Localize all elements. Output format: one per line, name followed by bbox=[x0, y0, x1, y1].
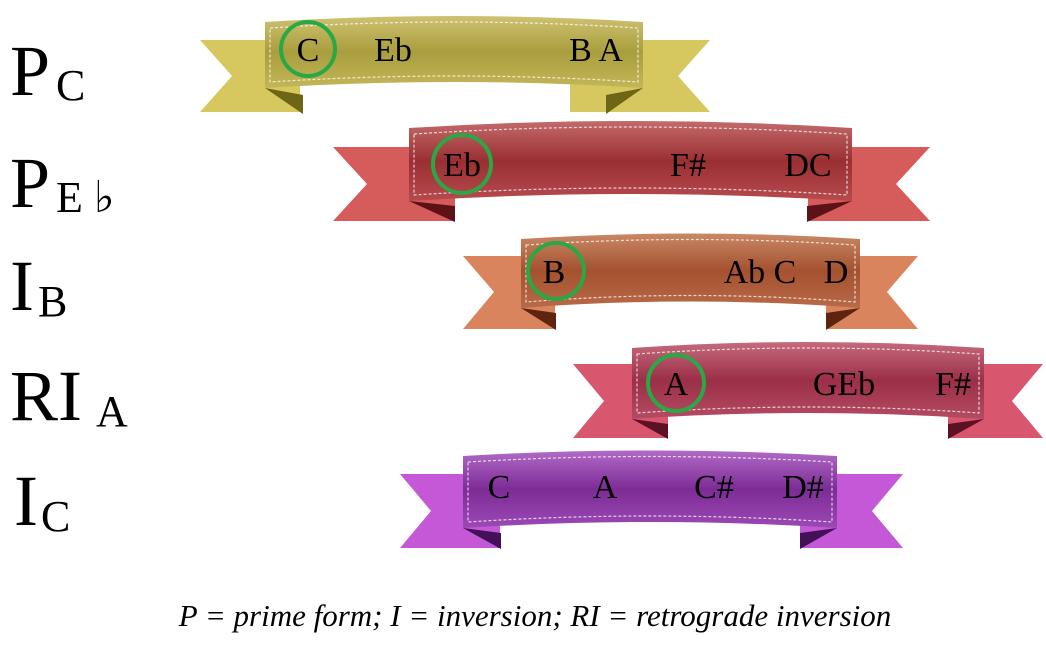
row-ri-a: RI A A GEb F# bbox=[10, 342, 1043, 439]
ribbon-fold-right bbox=[948, 419, 984, 439]
row-label-subscript: B bbox=[38, 277, 67, 326]
note-label: Eb bbox=[443, 147, 481, 184]
note-label: F# bbox=[670, 147, 706, 184]
ribbon-body bbox=[409, 121, 852, 201]
row-label-main: RI bbox=[10, 356, 82, 436]
row-i-b: I B B Ab C D bbox=[10, 233, 918, 330]
note-label: B A bbox=[569, 32, 623, 69]
ribbon-stitch bbox=[525, 238, 856, 303]
legend-caption: P = prime form; I = inversion; RI = retr… bbox=[178, 598, 892, 633]
note-label: Ab C bbox=[724, 254, 797, 291]
ribbon-body bbox=[463, 450, 837, 528]
row-p-c: P C C Eb B A bbox=[10, 16, 710, 114]
row-label-main: I bbox=[14, 461, 38, 541]
row-label-subscript: C bbox=[41, 492, 70, 541]
ribbon-fold-right bbox=[807, 201, 852, 222]
note-label: B bbox=[543, 254, 566, 291]
ribbon-body bbox=[521, 233, 860, 308]
highlight-circle bbox=[646, 353, 706, 413]
ribbon-body bbox=[632, 342, 984, 419]
ribbon-fold-right bbox=[800, 528, 837, 549]
highlight-circle bbox=[431, 133, 493, 195]
ribbon-body bbox=[265, 16, 643, 88]
row-label-subscript: C bbox=[56, 61, 85, 110]
ribbon-banner bbox=[333, 121, 930, 222]
ribbon-fold-left bbox=[463, 528, 501, 549]
highlight-circle bbox=[279, 20, 337, 78]
ribbon-fold-left bbox=[409, 201, 455, 222]
row-label-main: I bbox=[10, 246, 34, 326]
ribbon-fold-left bbox=[632, 419, 668, 439]
note-label: C# bbox=[694, 469, 734, 506]
ribbon-fold-right bbox=[826, 308, 860, 330]
ribbon-banner bbox=[400, 450, 903, 549]
ribbon-banner bbox=[463, 233, 918, 330]
ribbon-stitch bbox=[269, 21, 639, 83]
row-p-e-flat: P E ♭ Eb F# DC bbox=[10, 121, 930, 223]
row-i-c: I C C A C# D# bbox=[14, 450, 903, 549]
note-label: D# bbox=[782, 469, 824, 506]
note-label: Eb bbox=[374, 32, 412, 69]
ribbon-stitch bbox=[467, 455, 833, 523]
ribbon-fold-left bbox=[521, 308, 556, 330]
note-label: C bbox=[488, 469, 511, 506]
note-label: F# bbox=[935, 366, 971, 403]
ribbon-fold-left bbox=[265, 88, 303, 114]
ribbon-banner bbox=[200, 16, 710, 114]
ribbon-banner bbox=[573, 342, 1043, 439]
ribbon-stitch bbox=[636, 347, 980, 414]
note-label: D bbox=[824, 254, 849, 291]
row-label-main: P bbox=[10, 31, 50, 111]
note-label: A bbox=[593, 469, 618, 506]
note-label: DC bbox=[784, 147, 831, 184]
row-label-main: P bbox=[10, 143, 50, 223]
ribbon-fold-right bbox=[606, 88, 643, 114]
highlight-circle bbox=[526, 241, 586, 301]
note-label: A bbox=[664, 366, 689, 403]
note-label: GEb bbox=[813, 366, 875, 403]
row-label-subscript: E ♭ bbox=[56, 173, 115, 222]
row-label-subscript: A bbox=[96, 387, 128, 436]
note-label: C bbox=[297, 32, 320, 69]
